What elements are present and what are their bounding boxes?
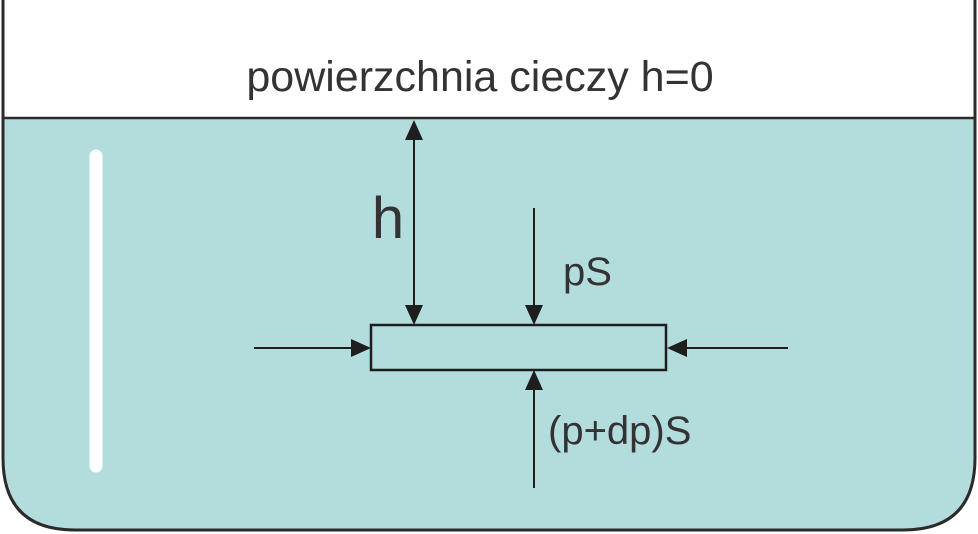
left-force-arrow-head [351, 339, 371, 357]
surface-label: powierzchnia cieczy h=0 [246, 53, 713, 101]
depth-label: h [372, 186, 404, 251]
bottom-force-arrow-head [525, 370, 543, 390]
depth-arrow-head-top [405, 120, 423, 140]
fluid-element [369, 323, 668, 372]
bottom-force-label: (p+dp)S [548, 409, 691, 453]
top-force-label: pS [563, 250, 612, 294]
right-force-arrow-head [667, 339, 687, 357]
top-force-arrow-head [525, 305, 543, 325]
depth-arrow-head-bottom [405, 305, 423, 325]
